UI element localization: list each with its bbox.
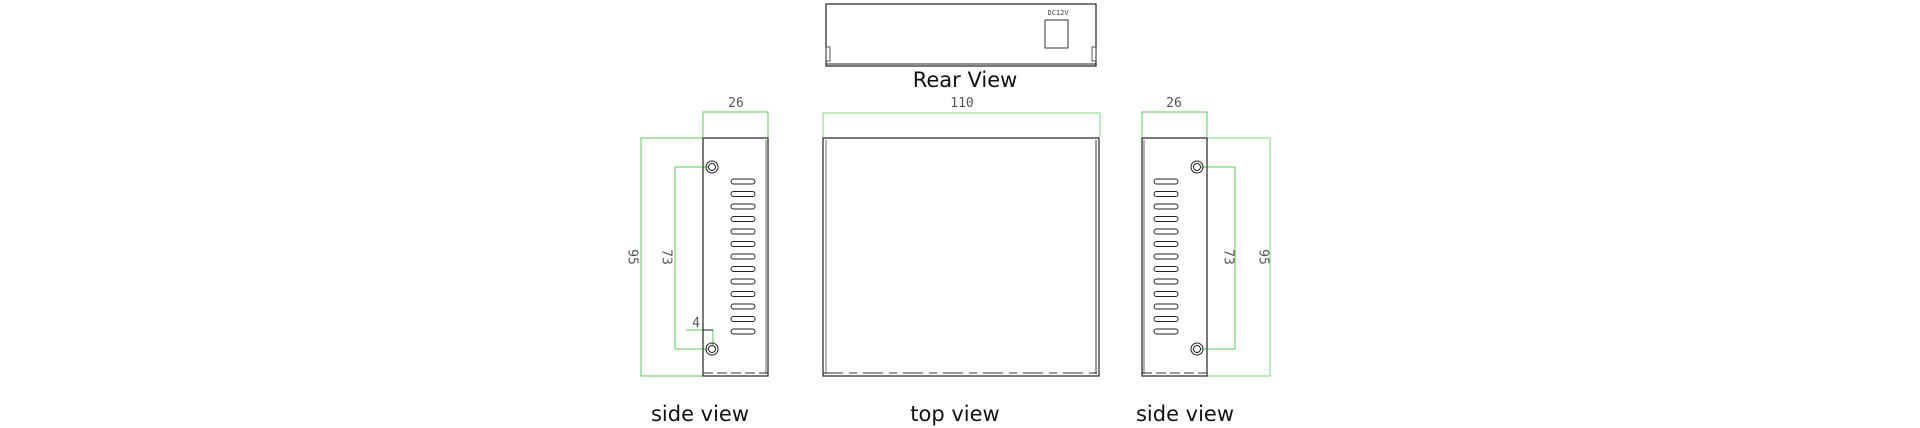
- left-side-view-caption: side view: [650, 402, 750, 426]
- rear-left-tab: [825, 46, 831, 62]
- left-height-dimension-label: 95: [624, 249, 640, 265]
- left-width-dimension-line: [702, 111, 769, 137]
- top-width-dimension-line: [822, 112, 1101, 137]
- side-view-left: [640, 111, 769, 377]
- left-mounting-hole-top: [705, 160, 719, 174]
- rear-panel-outline: [825, 3, 1097, 67]
- right-mounting-hole-top: [1190, 160, 1204, 174]
- left-hole-offset-dimension-label: 4: [692, 316, 700, 331]
- right-hole-spacing-dimension-line: [1200, 166, 1236, 350]
- right-height-dimension-label: 95: [1255, 249, 1271, 265]
- top-view-outline: [822, 137, 1100, 377]
- right-side-view-caption: side view: [1135, 402, 1235, 426]
- rear-view: [825, 3, 1097, 67]
- dc-power-port: [1044, 19, 1069, 49]
- left-mounting-hole-bottom: [705, 342, 719, 356]
- top-view-caption: top view: [910, 402, 1000, 426]
- right-height-dimension-line: [1207, 137, 1271, 377]
- top-view: [822, 112, 1101, 377]
- right-width-dimension-label: 26: [1166, 96, 1182, 111]
- left-side-panel-outline: [702, 137, 769, 377]
- left-width-dimension-label: 26: [728, 96, 744, 111]
- right-vent-slots: [1153, 178, 1179, 335]
- left-hole-spacing-dimension-label: 73: [658, 249, 674, 265]
- rear-right-tab: [1091, 46, 1097, 62]
- left-hole-offset-dimension-line: [686, 329, 714, 345]
- dc-power-port-label: DC12V: [1047, 9, 1069, 17]
- left-height-dimension-line: [640, 137, 703, 377]
- rear-view-caption: Rear View: [912, 68, 1018, 92]
- left-hole-spacing-dimension-line: [674, 166, 709, 350]
- right-mounting-hole-bottom: [1190, 342, 1204, 356]
- right-width-dimension-line: [1141, 111, 1208, 137]
- side-view-right: [1141, 111, 1271, 377]
- top-width-dimension-label: 110: [950, 96, 974, 111]
- right-hole-spacing-dimension-label: 73: [1220, 249, 1236, 265]
- right-side-panel-outline: [1141, 137, 1208, 377]
- left-vent-slots: [730, 178, 756, 335]
